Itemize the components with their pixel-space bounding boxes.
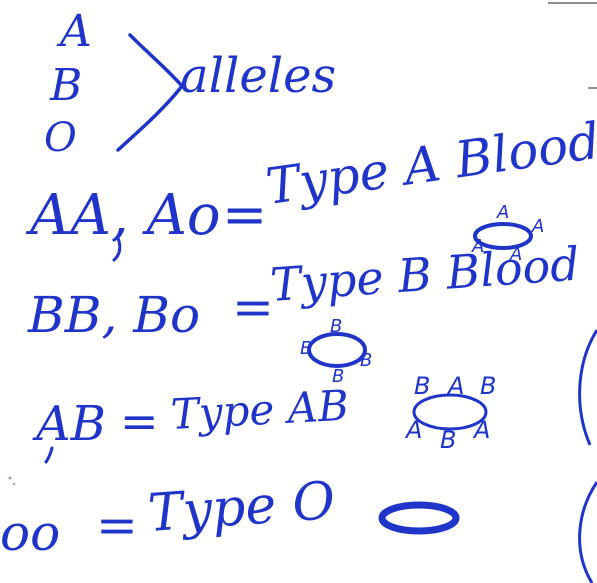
edge-bracket-upper [578,329,597,446]
cell-label: A [497,202,510,223]
genotype-type-ab: AB [36,396,106,452]
stray-dot [12,482,16,486]
genotype-type-a: AA, Ao [30,183,221,248]
equals-sign: = [222,183,268,246]
cell-label: A [510,244,523,265]
allele-b: B [50,60,83,111]
cell-label: B [300,338,313,359]
cell-label: A [472,236,485,257]
allele-o: O [44,115,77,161]
cell-type-ab [412,393,488,431]
allele-a: A [60,6,92,57]
stray-dot [8,476,12,480]
cell-label: B [414,372,431,400]
cell-label: A [532,216,545,237]
cell-label: B [480,372,497,400]
genotype-type-b: BB, Bo [28,286,201,344]
cell-label: B [330,316,343,337]
equals-sign: = [232,278,274,336]
comma-mark [112,236,122,262]
equals-sign: = [120,394,159,448]
alleles-label: alleles [180,48,337,104]
cell-label: B [360,350,373,371]
cell-type-b [307,332,367,368]
phenotype-type-o: Type O [146,471,338,544]
cell-label: A [474,416,491,444]
cell-label: A [406,416,423,444]
allele-bracket [116,33,185,152]
phenotype-type-ab: Type AB [169,380,350,439]
cell-label: B [440,426,457,454]
equals-sign: = [96,496,138,554]
ab-tick [44,446,54,464]
edge-bracket-lower [578,481,597,583]
cell-type-a [473,222,533,250]
cell-label: A [448,372,465,400]
genotype-type-o: oo [0,504,61,562]
cell-label: B [332,366,345,387]
cell-type-o [378,501,460,535]
